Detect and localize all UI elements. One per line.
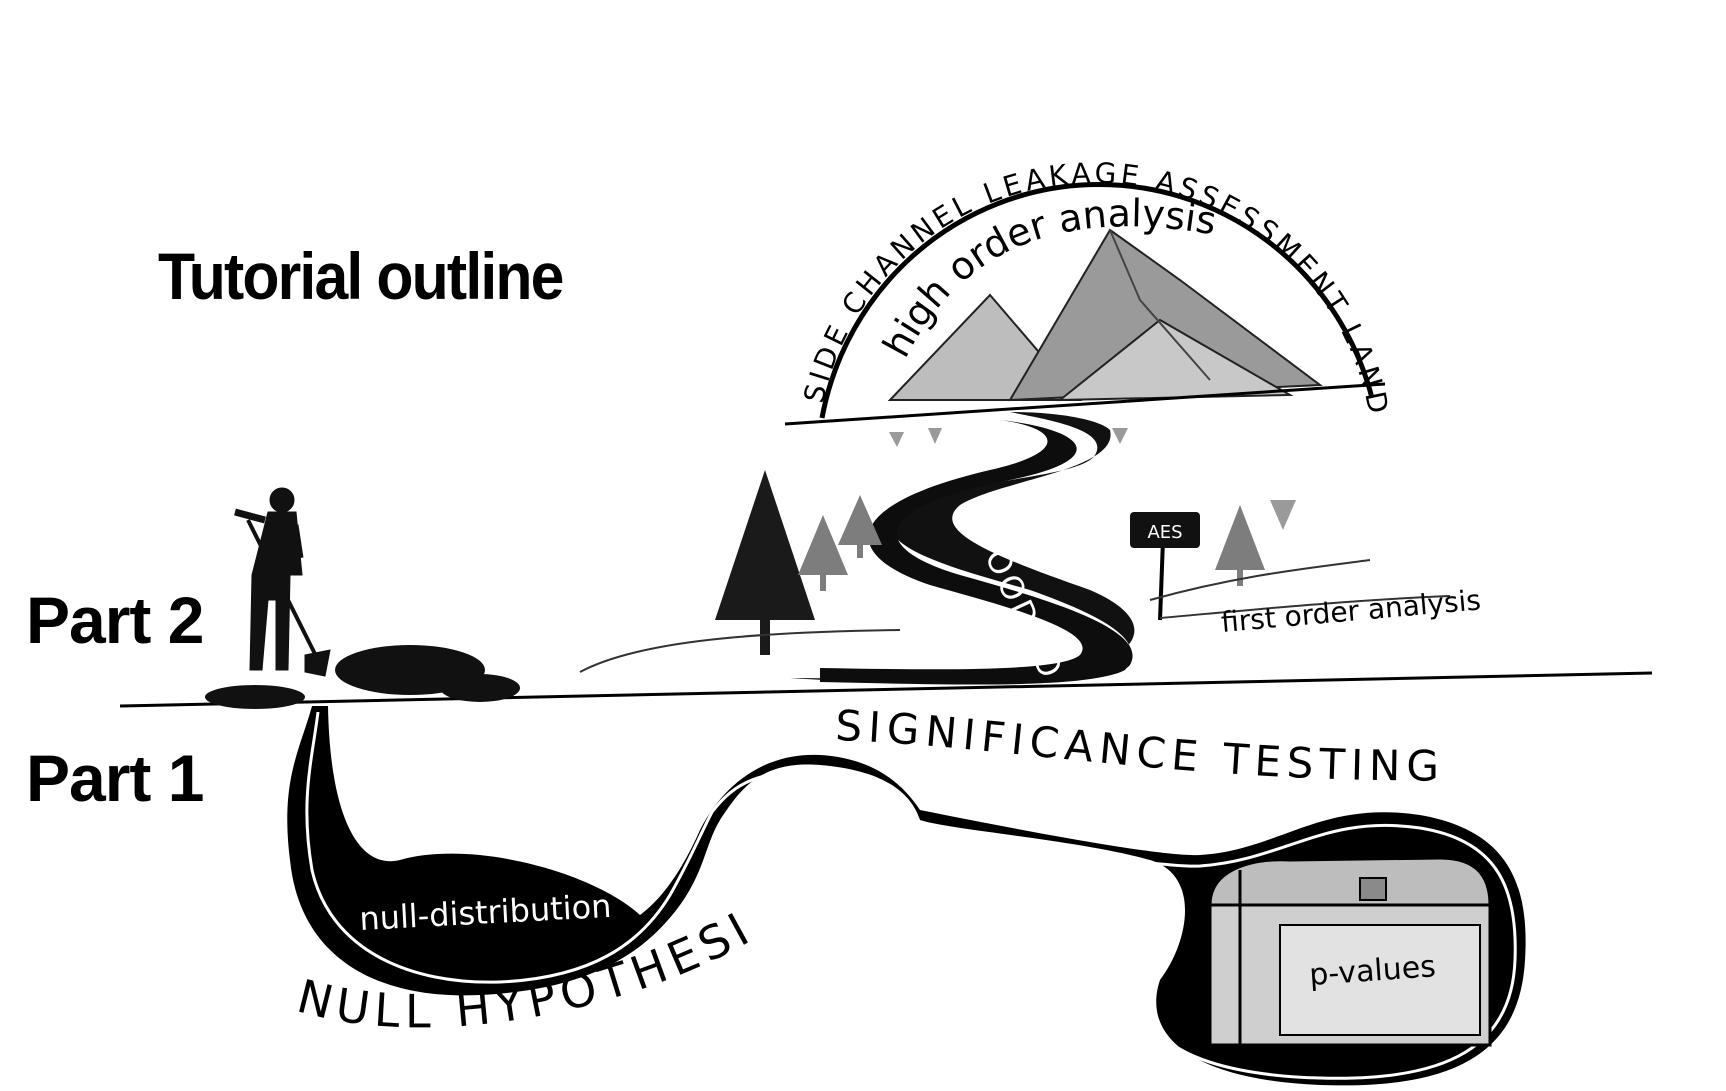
tunnel-inner	[305, 711, 1517, 1080]
distant-trees	[889, 428, 1296, 530]
hills	[579, 559, 1451, 673]
first-order-label: first order analysis	[1220, 583, 1482, 639]
mountains	[784, 228, 1386, 426]
treasure-chest	[1208, 856, 1492, 1047]
part-1-label: Part 1	[26, 741, 204, 815]
significance-level-line2: level	[802, 821, 854, 846]
aes-sign: AES	[1130, 512, 1200, 621]
significance-testing-label: SIGNIFICANCE TESTING	[834, 701, 1444, 791]
land-arc	[819, 182, 1375, 419]
road-label: TOODOO	[967, 521, 1071, 686]
ground-line	[119, 671, 1653, 708]
road-body	[820, 420, 1133, 685]
part-2-label: Part 2	[26, 583, 204, 657]
page-title: Tutorial outline	[158, 239, 564, 313]
road	[790, 412, 1135, 685]
significance-level-line1: significance	[743, 784, 876, 823]
dirt-mounds	[205, 645, 520, 709]
aes-sign-label: AES	[1147, 522, 1182, 543]
dark-tree	[715, 470, 815, 655]
grey-trees	[798, 495, 1265, 591]
digger-figure	[234, 487, 331, 677]
